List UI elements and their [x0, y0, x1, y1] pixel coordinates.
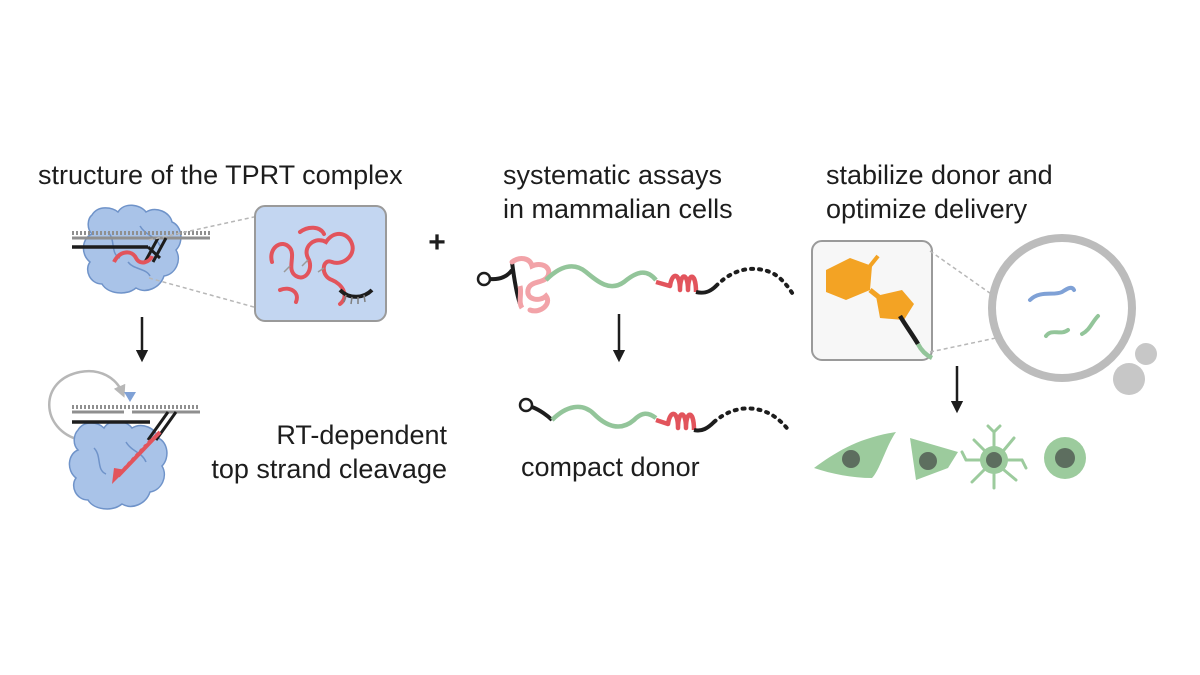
plus-sign: +	[428, 226, 446, 259]
compact-red-coil-icon	[655, 411, 697, 431]
neuron-cell-icon	[960, 424, 1028, 490]
red-coil-icon	[655, 273, 699, 293]
tprt-complex-bottom	[48, 369, 200, 510]
rna-red-icon	[112, 250, 154, 265]
rna-structure-icon	[269, 225, 355, 306]
orange-ring-icon	[826, 258, 872, 300]
dotted-tail-icon	[714, 266, 796, 298]
compact-green-linker-icon	[550, 404, 658, 429]
structure-panel-title: structure of the TPRT complex	[38, 160, 403, 190]
small-particle-icon	[1135, 343, 1157, 365]
stabilize-title-line-2: optimize delivery	[826, 194, 1028, 224]
systematic-panel-title: systematic assays in mammalian cells	[503, 158, 733, 226]
rt-label-line-2: top strand cleavage	[211, 454, 447, 484]
cell-types	[814, 424, 1086, 490]
stabilize-panel-title: stabilize donor and optimize delivery	[826, 158, 1053, 226]
compact-donor-construct	[518, 397, 792, 434]
lnp-particle	[988, 234, 1157, 395]
stabilize-title-line-1: stabilize donor and	[826, 160, 1053, 190]
grey-circular-arrow-icon	[48, 369, 126, 442]
pink-hairpin-icon	[509, 256, 552, 314]
donor-end-circle-icon	[476, 271, 492, 287]
orange-ring-icon-2	[876, 290, 914, 320]
cleavage-site-triangle-icon	[124, 392, 136, 402]
rt-cleavage-label: RT-dependent top strand cleavage	[211, 418, 447, 486]
modified-strand-icon	[898, 314, 920, 346]
rt-label-line-1: RT-dependent	[276, 420, 447, 450]
tprt-complex-top	[72, 204, 210, 294]
modification-zoom-box	[811, 240, 934, 361]
protein-blob-icon	[82, 204, 182, 294]
lnp-circle-icon	[988, 234, 1136, 382]
compact-donor-label: compact donor	[521, 452, 700, 482]
systematic-title-line-1: systematic assays	[503, 160, 723, 190]
compact-donor-end-circle-icon	[518, 397, 534, 413]
green-linker-icon	[544, 264, 658, 289]
small-particle-icon-2	[1113, 363, 1145, 395]
green-donor-rna-icon	[1044, 328, 1070, 338]
systematic-title-line-2: in mammalian cells	[503, 194, 733, 224]
blue-guide-rna-icon	[1028, 285, 1076, 302]
dna-fragment-icon	[338, 288, 374, 299]
full-donor-construct	[476, 256, 796, 314]
structure-zoom-box	[254, 205, 387, 322]
